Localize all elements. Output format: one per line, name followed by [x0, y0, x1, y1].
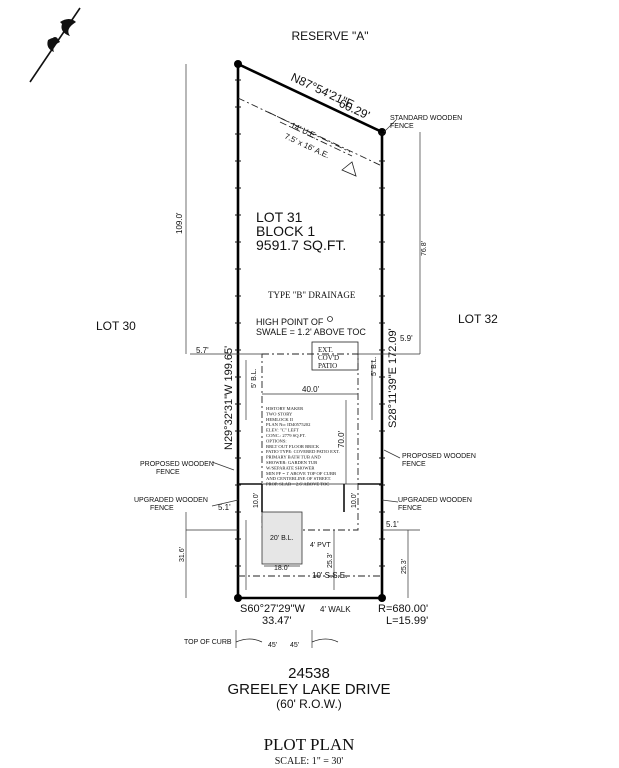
east-bearing: S28°11'39"E 172.09' [387, 328, 399, 428]
patio-line3: PATIO [318, 362, 337, 370]
house-note-line: BRLT OUT FLOOR BRICK [266, 444, 320, 449]
house-note-line: HISTORY MAKER [266, 406, 304, 411]
curb-label: TOP OF CURB [184, 639, 232, 646]
sse-label: 10' S.S.E. [312, 571, 347, 580]
house-note-line: W/SEPARATE SHOWER [266, 465, 315, 470]
house-note-line: AND CENTERLINE OF STREET. [266, 476, 331, 481]
lot-label: LOT 31 [256, 209, 303, 225]
street-name: GREELEY LAKE DRIVE [227, 681, 390, 698]
setback-left: 5' B.L. [251, 368, 258, 388]
high-point-marker [327, 316, 333, 322]
curve-radius: R=680.00' [378, 603, 428, 615]
house-note-line: MIN FF = 1' ABOVE TOP OF CURB [266, 471, 336, 476]
house-note-line: PLAN No: ID40575202 [266, 422, 311, 427]
house-width: 40.0' [302, 385, 320, 394]
house-note-line: ELEV: "C" LEFT [266, 428, 299, 433]
west-bearing: N29°32'31"W 199.65' [223, 346, 235, 450]
lot-boundary [234, 60, 386, 602]
curb-dim-1: 45' [268, 642, 277, 649]
house-note-line: HEMLOCK II [266, 417, 293, 422]
house-depth: 70.0' [337, 430, 346, 448]
curb-dim-2: 45' [290, 642, 299, 649]
house-note-line: CONC.: 2779 SQ.FT. [266, 433, 306, 438]
front-left-offset: 5.1' [218, 503, 231, 512]
garage-left: 10.0' [253, 493, 260, 508]
exterior-dims [185, 64, 421, 598]
patio-line1: EXT. [318, 346, 333, 354]
interior-dims [190, 353, 420, 590]
drive-width: 18.0' [274, 565, 289, 572]
house-note-line: PRIMARY BATH TUB AND [266, 455, 321, 460]
garage-right: 10.0' [351, 493, 358, 508]
right-depth: 76.8' [421, 241, 428, 256]
house-note-line: PATIO TYPE: COVERED PATIO EXT. [266, 449, 340, 454]
drawing-title: PLOT PLAN [264, 735, 355, 754]
fence-standard-2: FENCE [390, 123, 414, 130]
fence-standard-1: STANDARD WOODEN [390, 115, 462, 122]
left-depth: 109.0' [175, 212, 184, 234]
fence-upgraded-left-2: FENCE [150, 505, 174, 512]
side-left: 5.7' [196, 346, 209, 355]
fence-ticks [235, 79, 385, 567]
area-label: 9591.7 SQ.FT. [256, 237, 346, 253]
fence-proposed-left-2: FENCE [156, 469, 180, 476]
drive-depth: 25.3' [327, 553, 334, 568]
easement-lines [237, 97, 383, 177]
high-point-line2: SWALE = 1.2' ABOVE TOC [256, 327, 366, 337]
side-right: 5.9' [400, 334, 413, 343]
house-note-line: TWO STORY [266, 411, 293, 416]
setback-right: 5' B.L. [371, 356, 378, 376]
house-note-line: OPTIONS: [266, 438, 287, 443]
drainage-label: TYPE "B" DRAINAGE [268, 290, 356, 300]
fence-proposed-left-1: PROPOSED WOODEN [140, 461, 214, 468]
front-right-offset: 5.1' [386, 520, 399, 529]
fence-proposed-right-2: FENCE [402, 461, 426, 468]
fence-proposed-right-1: PROPOSED WOODEN [402, 453, 476, 460]
patio-line2: COV'D [318, 354, 339, 362]
block-label: BLOCK 1 [256, 223, 315, 239]
pvt-label: 4' PVT [310, 542, 332, 549]
building-line: 20' B.L. [270, 535, 294, 542]
house-footprint [261, 341, 359, 565]
walk-label: 4' WALK [320, 605, 351, 614]
fence-upgraded-left-1: UPGRADED WOODEN [134, 497, 208, 504]
fence-upgraded-right-2: FENCE [398, 505, 422, 512]
north-arrow-icon [29, 7, 81, 83]
high-point-line1: HIGH POINT OF [256, 317, 324, 327]
street-number: 24538 [288, 665, 330, 682]
leader-lines [211, 119, 401, 507]
scale-label: SCALE: 1" = 30' [275, 756, 344, 767]
house-note-line: SHOWER: GARDEN TUB [266, 460, 317, 465]
fence-lines [238, 483, 382, 512]
reserve-label: RESERVE "A" [292, 29, 369, 43]
lot-32-label: LOT 32 [458, 312, 498, 326]
house-note-line: PROP. SLAB = 2.6' ABOVE TOC [266, 482, 329, 487]
row-label: (60' R.O.W.) [276, 697, 342, 711]
south-bearing: S60°27'29"W [240, 603, 305, 615]
south-distance: 33.47' [262, 615, 292, 627]
left-front-depth: 31.6' [179, 547, 186, 562]
fence-upgraded-right-1: UPGRADED WOODEN [398, 497, 472, 504]
right-front-depth: 25.3' [401, 559, 408, 574]
street-curb [235, 630, 339, 648]
lot-30-label: LOT 30 [96, 319, 136, 333]
curve-length: L=15.99' [386, 615, 428, 627]
